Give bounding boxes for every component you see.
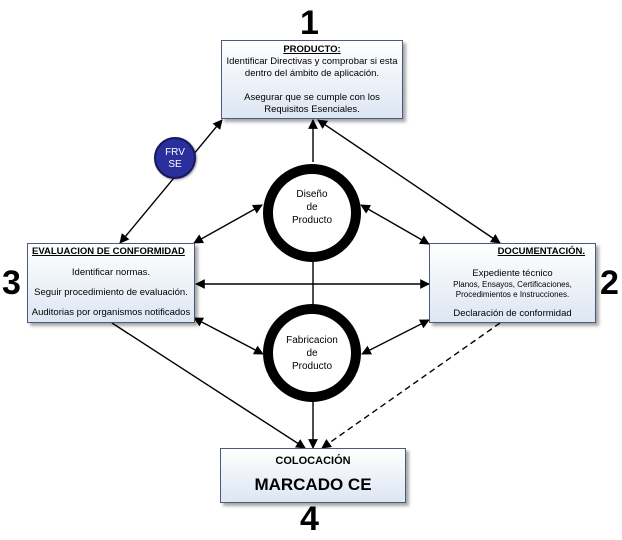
arrow-fabricacion-evaluacion <box>193 317 264 355</box>
producto-box: PRODUCTO: Identificar Directivas y compr… <box>221 40 403 119</box>
evaluacion-item: Seguir procedimiento de evaluación. <box>34 287 188 298</box>
arrow-producto-documentacion <box>317 119 501 244</box>
producto-line: Requisitos Esenciales. <box>264 104 360 115</box>
marcado-ce-label: MARCADO CE <box>254 475 372 494</box>
diseno-label: Diseño de Producto <box>272 188 352 227</box>
documentacion-detail: Procedimientos e Instrucciones. <box>455 290 570 299</box>
diseno-line: Producto <box>291 215 333 226</box>
dashed-documentacion-colocacion <box>321 322 501 449</box>
step-number-3: 3 <box>2 264 21 302</box>
fabricacion-label: Fabricacion de Producto <box>272 334 352 373</box>
documentacion-box: DOCUMENTACIÓN. Expediente técnico Planos… <box>429 243 596 323</box>
diseno-circle <box>263 164 361 262</box>
colocacion-title: COLOCACIÓN <box>275 455 351 467</box>
evaluacion-item: Auditorias por organismos notificados <box>31 307 191 318</box>
arrow-producto-evaluacion <box>119 119 223 244</box>
fabricacion-line: Fabricacion <box>286 335 338 346</box>
diseno-line: de <box>306 202 318 213</box>
documentacion-detail: Planos, Ensayos, Certificaciones, <box>453 280 572 289</box>
producto-line <box>222 80 402 92</box>
frv-se-logo: FRV SE <box>154 137 196 179</box>
producto-line: Identificar Directivas y comprobar si es… <box>226 56 398 67</box>
step-number-1: 1 <box>300 4 319 42</box>
producto-title: PRODUCTO: <box>283 44 341 55</box>
step-number-2: 2 <box>600 264 619 302</box>
evaluacion-item: Identificar normas. <box>71 267 151 278</box>
step-number-4: 4 <box>300 500 319 538</box>
arrow-fabricacion-documentacion <box>361 319 430 355</box>
evaluacion-box: EVALUACION DE CONFORMIDAD Identificar no… <box>27 243 195 323</box>
diseno-line: Diseño <box>296 189 328 200</box>
producto-line: dentro del ámbito de aplicación. <box>244 68 380 79</box>
producto-line: Asegurar que se cumple con los <box>244 92 380 103</box>
documentacion-title: DOCUMENTACIÓN. <box>497 246 585 257</box>
arrow-evaluacion-colocacion <box>111 322 306 449</box>
arrow-diseno-evaluacion <box>193 204 263 244</box>
fabricacion-line: de <box>306 348 318 359</box>
arrow-diseno-documentacion <box>360 204 430 245</box>
evaluacion-title: EVALUACION DE CONFORMIDAD <box>32 246 185 257</box>
documentacion-heading: Expediente técnico <box>472 268 553 279</box>
documentacion-footer: Declaración de conformidad <box>453 308 572 319</box>
fabricacion-circle <box>263 304 361 402</box>
fabricacion-line: Producto <box>291 361 333 372</box>
badge-line: SE <box>168 159 182 170</box>
badge-line: FRV <box>165 147 185 158</box>
colocacion-box: COLOCACIÓN MARCADO CE <box>220 448 406 503</box>
